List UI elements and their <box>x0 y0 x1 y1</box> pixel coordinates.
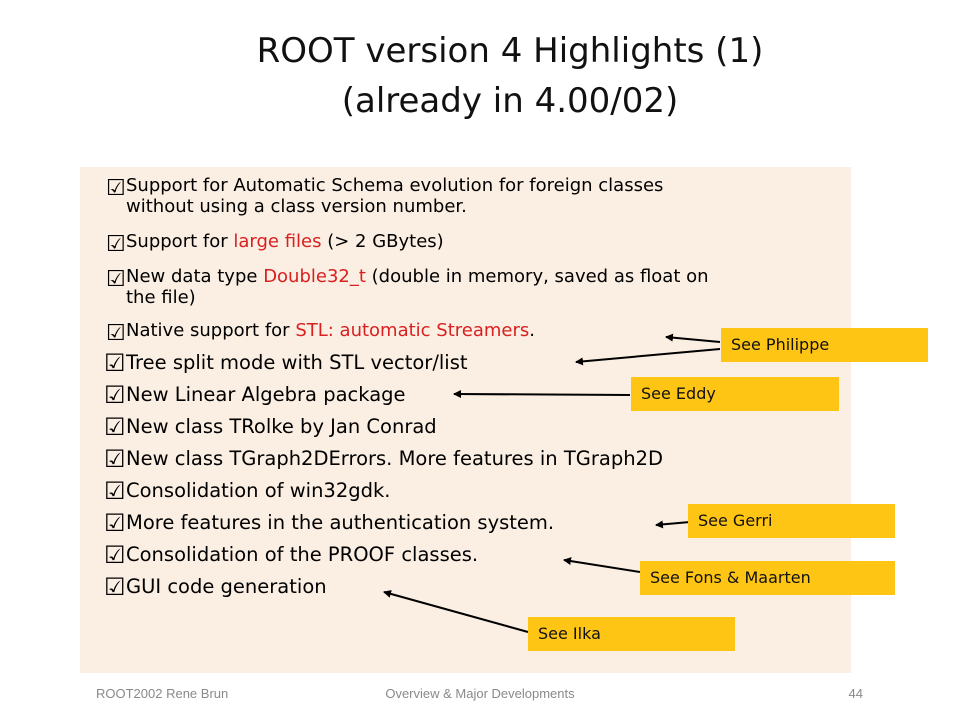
callout-fons-maarten: See Fons & Maarten <box>640 561 895 595</box>
text-segment: Native support for <box>126 320 296 341</box>
text-segment: . <box>529 320 536 341</box>
footer-center: Overview & Major Developments <box>385 686 575 701</box>
list-item-text: Support for Automatic Schema evolution f… <box>126 175 776 217</box>
checkbox-icon: ☑ <box>106 321 126 346</box>
list-item-text: New class TGraph2DErrors. More features … <box>126 447 663 470</box>
list-item-text: New class TRolke by Jan Conrad <box>126 415 437 438</box>
slide-title: ROOT version 4 Highlights (1) (already i… <box>140 26 880 126</box>
title-line-2: (already in 4.00/02) <box>341 81 679 121</box>
list-item-line: without using a class version number. <box>126 196 467 217</box>
checkbox-icon: ☑ <box>106 176 126 201</box>
callout-gerri: See Gerri <box>688 504 895 538</box>
list-item-text: Consolidation of win32gdk. <box>126 479 391 502</box>
content-panel: ☑ Support for Automatic Schema evolution… <box>80 167 851 673</box>
checkbox-icon: ☑ <box>106 232 126 257</box>
callout-ilka: See Ilka <box>528 617 735 651</box>
list-item-text: New Linear Algebra package <box>126 383 406 406</box>
checkbox-icon: ☑ <box>104 413 126 441</box>
title-line-1: ROOT version 4 Highlights (1) <box>256 31 764 71</box>
checkbox-icon: ☑ <box>104 477 126 505</box>
footer-left: ROOT2002 Rene Brun <box>96 686 229 701</box>
text-segment: (double in memory, saved as float on <box>365 266 709 287</box>
checkbox-icon: ☑ <box>104 445 126 473</box>
text-segment: (> 2 GBytes) <box>321 231 444 252</box>
callout-philippe: See Philippe <box>721 328 928 362</box>
list-item-text: Native support for STL: automatic Stream… <box>126 320 776 341</box>
list-item-text: More features in the authentication syst… <box>126 511 555 534</box>
list-item-text: New data type Double32_t (double in memo… <box>126 266 776 308</box>
text-segment: Support for <box>126 231 234 252</box>
list-item-text: Consolidation of the PROOF classes. <box>126 543 479 566</box>
list-item-text: Tree split mode with STL vector/list <box>126 351 468 374</box>
checkbox-icon: ☑ <box>104 509 126 537</box>
callout-eddy: See Eddy <box>631 377 839 411</box>
list-item-line: the file) <box>126 287 196 308</box>
checkbox-icon: ☑ <box>106 267 126 292</box>
list-item-line: Support for Automatic Schema evolution f… <box>126 175 664 196</box>
checkbox-icon: ☑ <box>104 541 126 569</box>
list-item-text: Support for large files (> 2 GBytes) <box>126 231 776 252</box>
checkbox-icon: ☑ <box>104 349 126 377</box>
highlighted-text: large files <box>233 231 322 252</box>
page-number: 44 <box>848 686 863 701</box>
checkbox-icon: ☑ <box>104 381 126 409</box>
highlighted-text: STL: automatic Streamers <box>295 320 530 341</box>
checkbox-icon: ☑ <box>104 573 126 601</box>
text-segment: New data type <box>126 266 264 287</box>
highlighted-text: Double32_t <box>263 266 366 287</box>
list-item-text: GUI code generation <box>126 575 327 598</box>
